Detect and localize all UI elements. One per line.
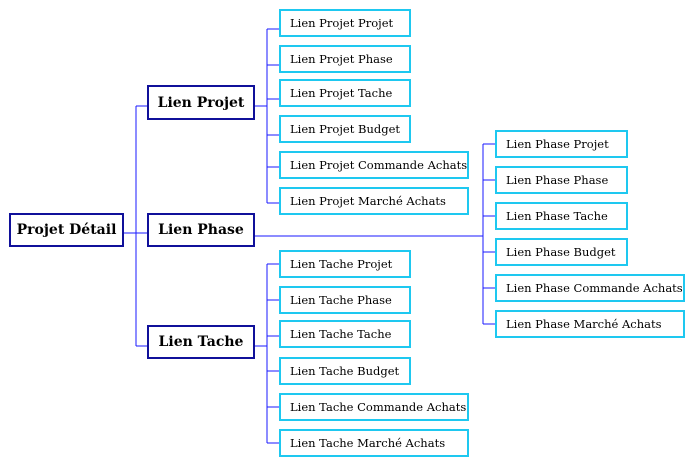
leaf-node-lien-projet-budget: Lien Projet Budget (279, 115, 411, 143)
group-node-lien-phase: Lien Phase (147, 213, 255, 247)
leaf-node-lien-phase-marche-achats: Lien Phase Marché Achats (495, 310, 685, 338)
root-node-projet-detail: Projet Détail (9, 213, 124, 247)
leaf-node-lien-phase-budget: Lien Phase Budget (495, 238, 628, 266)
leaf-node-lien-phase-commande-achats: Lien Phase Commande Achats (495, 274, 685, 302)
leaf-node-lien-tache-budget: Lien Tache Budget (279, 357, 411, 385)
leaf-node-lien-tache-tache: Lien Tache Tache (279, 320, 411, 348)
leaf-node-lien-tache-projet: Lien Tache Projet (279, 250, 411, 278)
group-node-lien-projet: Lien Projet (147, 85, 255, 120)
leaf-node-lien-phase-projet: Lien Phase Projet (495, 130, 628, 158)
leaf-node-lien-phase-phase: Lien Phase Phase (495, 166, 628, 194)
leaf-node-lien-projet-projet: Lien Projet Projet (279, 9, 411, 37)
leaf-node-lien-projet-phase: Lien Projet Phase (279, 45, 411, 73)
leaf-node-lien-projet-commande-achats: Lien Projet Commande Achats (279, 151, 469, 179)
leaf-node-lien-tache-commande-achats: Lien Tache Commande Achats (279, 393, 469, 421)
leaf-node-lien-phase-tache: Lien Phase Tache (495, 202, 628, 230)
group-node-lien-tache: Lien Tache (147, 325, 255, 359)
leaf-node-lien-tache-phase: Lien Tache Phase (279, 286, 411, 314)
leaf-node-lien-projet-marche-achats: Lien Projet Marché Achats (279, 187, 469, 215)
leaf-node-lien-projet-tache: Lien Projet Tache (279, 79, 411, 107)
leaf-node-lien-tache-marche-achats: Lien Tache Marché Achats (279, 429, 469, 457)
